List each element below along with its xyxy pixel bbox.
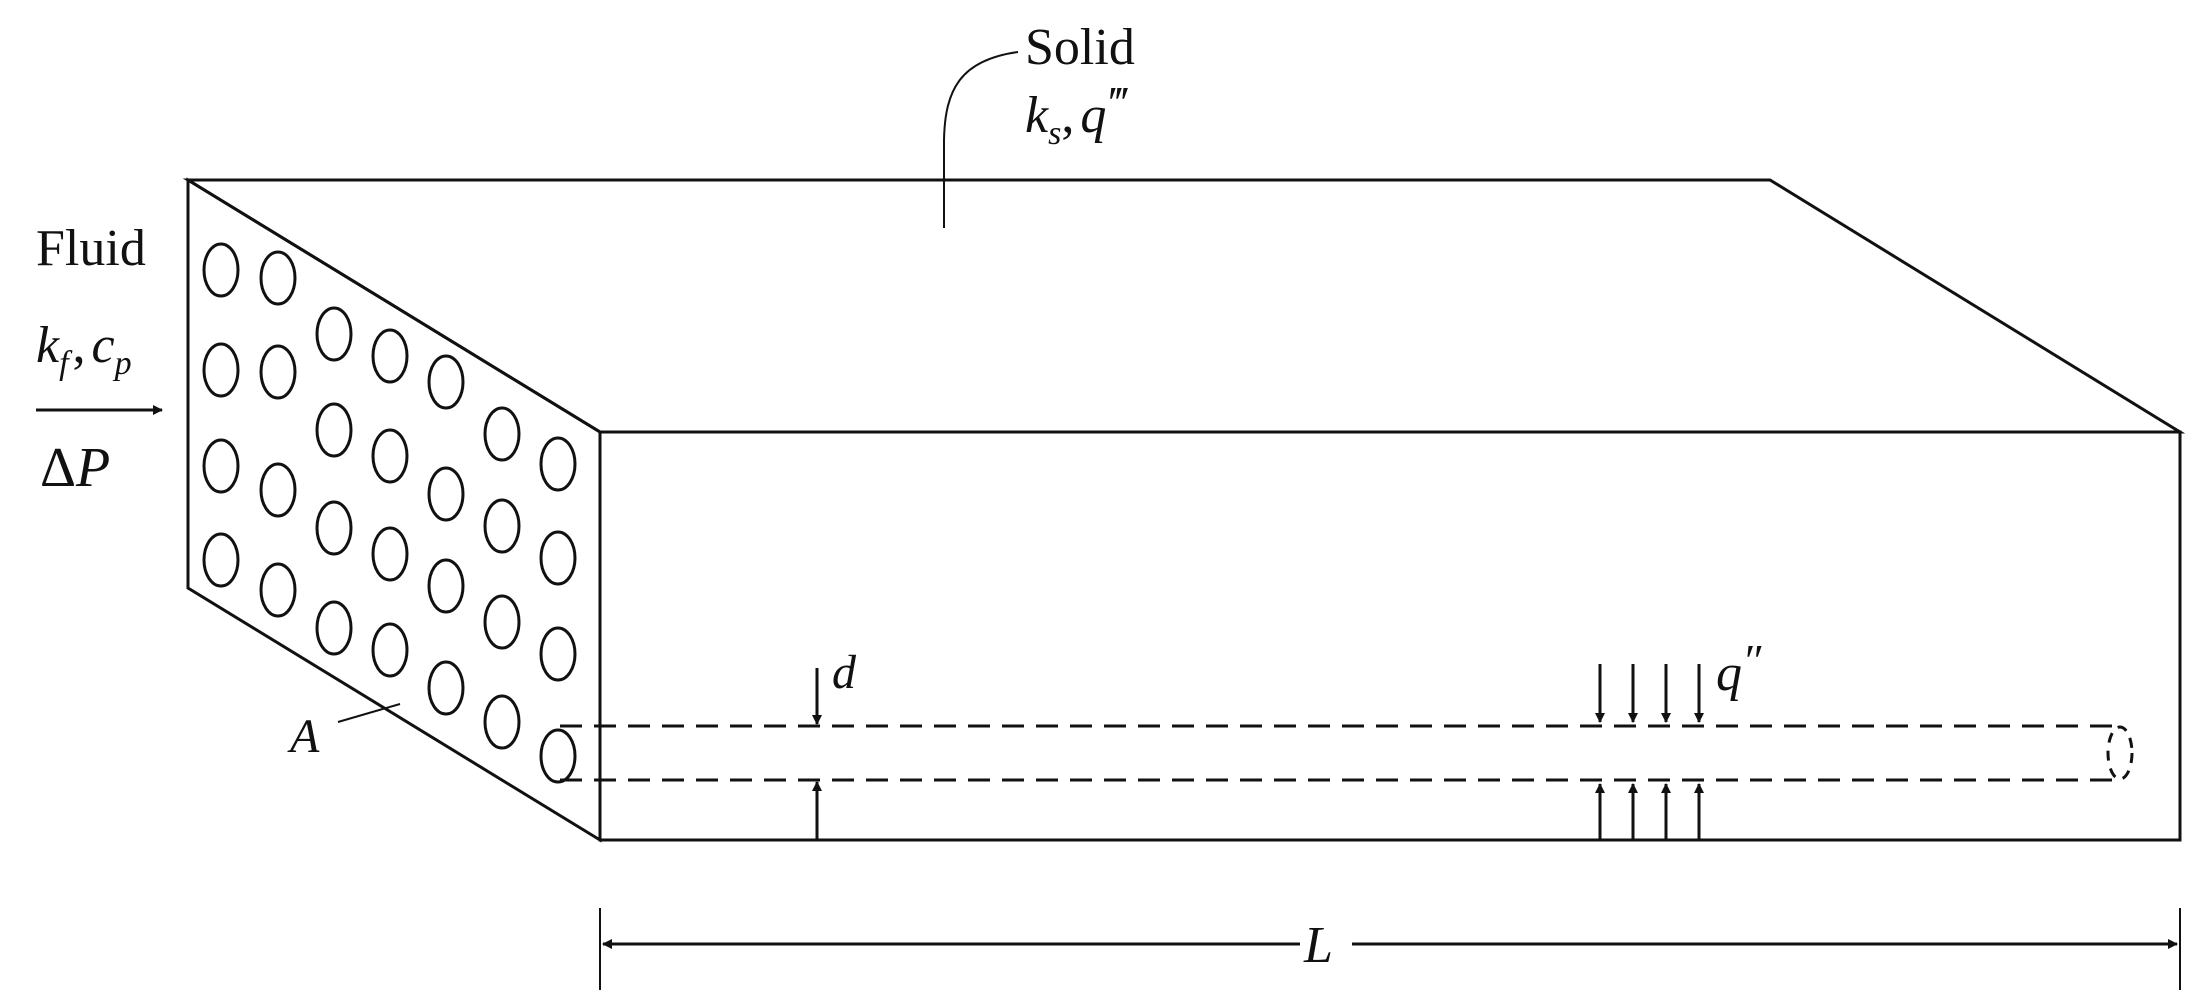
channel-hole <box>371 622 409 678</box>
channel-hole <box>483 406 521 462</box>
channel-hole <box>539 728 577 784</box>
side-face <box>598 430 2182 842</box>
channel-hole <box>483 498 521 554</box>
pressure-drop: ΔP <box>40 437 110 499</box>
area-leader-line <box>337 703 401 723</box>
channel-hole <box>259 462 297 518</box>
channel-hole <box>202 342 240 398</box>
channel-hole <box>259 344 297 400</box>
channel-hole <box>315 600 353 656</box>
channel-hole <box>202 532 240 588</box>
fluid-title: Fluid <box>36 220 146 277</box>
pressure-p: P <box>75 437 110 499</box>
solid-block <box>182 177 2186 843</box>
heat-flux-arrows <box>1595 664 1704 840</box>
channel-hole <box>539 626 577 682</box>
diameter-symbol: d <box>832 646 857 699</box>
solid-q: q <box>1080 87 1106 144</box>
solid-q-primes: ‴ <box>1106 77 1128 128</box>
fluid-label: Fluid kf,cp ΔP <box>36 220 163 499</box>
channel-hole <box>427 354 465 410</box>
fluid-properties: kf,cp <box>36 317 132 382</box>
channel-dashed <box>560 724 2134 782</box>
channel-hole <box>202 438 240 494</box>
flux-primes: ″ <box>1742 635 1762 686</box>
channel-hole <box>371 526 409 582</box>
fluid-separator: , <box>73 317 86 374</box>
channel-exit <box>2106 725 2134 781</box>
channel-hole <box>259 250 297 306</box>
channel-hole <box>539 530 577 586</box>
area-symbol: A <box>287 710 320 763</box>
diameter-indicator: d <box>812 646 857 840</box>
solid-separator: , <box>1061 87 1074 144</box>
heat-flux-label: q″ <box>1716 635 1762 702</box>
solid-properties: ks,q‴ <box>1025 77 1128 152</box>
fluid-kf-k: k <box>36 317 60 374</box>
channel-hole <box>371 328 409 384</box>
solid-ks-sub: s <box>1048 115 1061 152</box>
channel-hole <box>315 306 353 362</box>
flux-q: q <box>1716 645 1742 702</box>
channel-hole <box>371 428 409 484</box>
solid-title: Solid <box>1025 19 1135 76</box>
fluid-kf-sub: f <box>59 345 73 382</box>
solid-leader-line <box>943 51 1019 228</box>
channel-hole <box>315 402 353 458</box>
channel-hole <box>483 694 521 750</box>
channel-hole <box>539 436 577 492</box>
solid-label: Solid ks,q‴ <box>943 19 1135 228</box>
delta-symbol: Δ <box>40 437 76 499</box>
length-symbol: L <box>1303 917 1333 974</box>
area-label: A <box>287 703 401 763</box>
length-dimension: L <box>599 908 2181 990</box>
solid-ks-k: k <box>1025 87 1049 144</box>
front-end-face <box>186 177 602 843</box>
fluid-cp-sub: p <box>113 345 132 382</box>
channel-hole <box>427 660 465 716</box>
channel-hole <box>315 500 353 556</box>
channel-hole <box>427 466 465 522</box>
channel-hole <box>483 594 521 650</box>
channel-hole <box>259 562 297 618</box>
channel-hole <box>202 242 240 298</box>
top-face <box>182 178 2186 434</box>
channel-holes <box>202 242 577 784</box>
fluid-cp-c: c <box>92 317 115 374</box>
channel-hole <box>427 558 465 614</box>
